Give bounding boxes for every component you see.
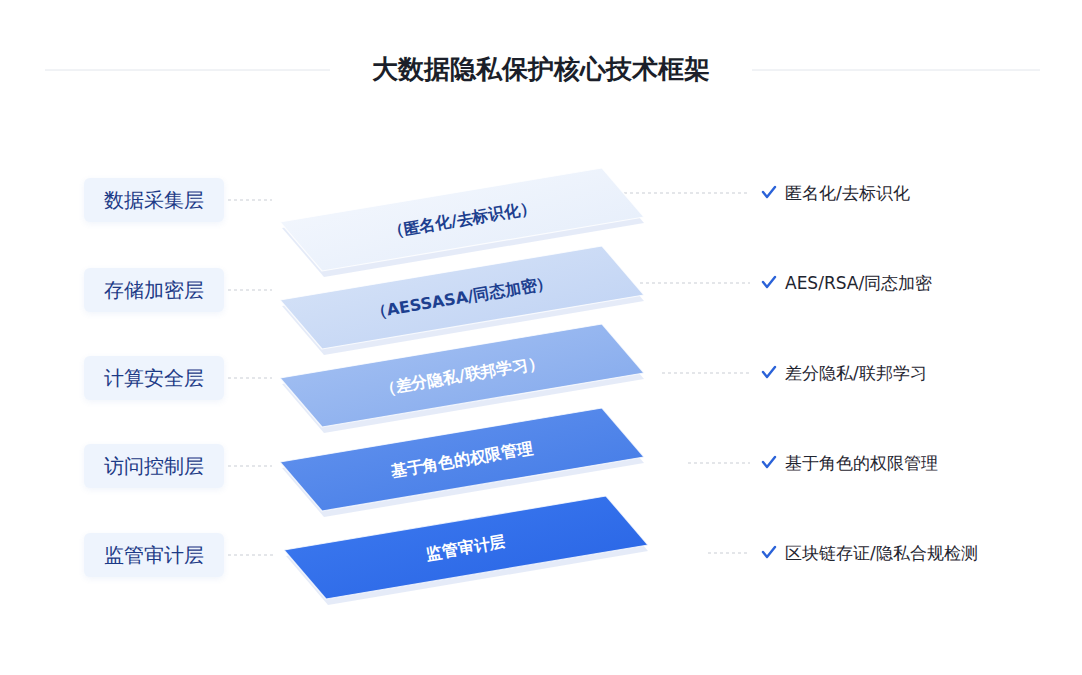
technique-label: 基于角色的权限管理 [785,452,938,475]
leader-connector [228,200,272,201]
title-rule [45,70,330,71]
layer-label-box: 存储加密层 [84,268,224,312]
technique-label: AES/RSA/同态加密 [785,272,932,295]
layer-label-box: 访问控制层 [84,444,224,488]
title-rule [752,70,1040,71]
layer-label-box: 计算安全层 [84,356,224,400]
diagram-title: 大数据隐私保护核心技术框架 [0,52,1082,87]
leader-line [662,373,750,374]
check-icon [763,457,775,467]
title-text: 大数据隐私保护核心技术框架 [358,54,724,84]
leader-line [708,553,750,554]
layer-label: 计算安全层 [104,365,204,392]
leader-connector [228,378,272,379]
leader-connector [228,555,276,556]
layer-label: 数据采集层 [104,187,204,214]
technique-label: 差分隐私/联邦学习 [785,362,927,385]
leader-connector [228,290,272,291]
check-icon [763,277,775,287]
layer-plate: （匿名化/去标识化） [272,167,652,277]
leader-connector [228,466,272,467]
technique-label: 匿名化/去标识化 [785,182,910,205]
check-icon [763,187,775,197]
layer-label-box: 数据采集层 [84,178,224,222]
leader-line [640,283,750,284]
layer-label: 访问控制层 [104,453,204,480]
check-icon [763,547,775,557]
layer-label: 存储加密层 [104,277,204,304]
technique-label: 区块链存证/隐私合规检测 [785,542,978,565]
check-icon [763,367,775,377]
leader-line [688,463,750,464]
layer-label: 监管审计层 [104,542,204,569]
layer-label-box: 监管审计层 [84,533,224,577]
